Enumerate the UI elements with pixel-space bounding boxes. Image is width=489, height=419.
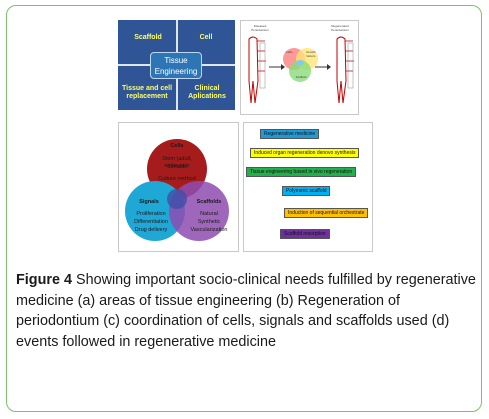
cells-item-somatic: Somatic — [167, 164, 187, 170]
scaffolds-item-vascularization: Vascularization — [190, 227, 228, 233]
diseased-tooth-icon — [248, 36, 266, 104]
signals-title: Signals — [139, 199, 159, 205]
scaffolds-item-synthetic: Synthetic — [197, 219, 221, 225]
signals-item-differentiation: Differentiation — [134, 219, 168, 225]
event-box: Induction of sequential orchestrate — [284, 208, 369, 218]
caption-text: Showing important socio-clinical needs f… — [16, 272, 476, 350]
arrow-icon — [269, 64, 331, 70]
quadrant-clinical-applications: Clinical Aplications — [188, 85, 226, 100]
label-regenerated: Regenerated Periodontium — [331, 24, 349, 32]
event-box: Regenerative medicine — [260, 129, 320, 139]
event-box: Induced organ regeneration denovo synthe… — [250, 148, 360, 158]
venn-center — [167, 189, 187, 209]
venn-factors-label: Growth factors — [306, 50, 316, 58]
event-box: Tissue engineering based in vivo regener… — [246, 167, 357, 177]
quadrant-tissue-replacement: Tissue and cell replacement — [121, 85, 173, 100]
scaffolds-item-natural: Natural — [200, 211, 218, 217]
signals-item-drug-delivery: Drug delivery — [134, 227, 168, 233]
cells-title: Cells — [170, 143, 184, 149]
regeneration-venn — [283, 48, 318, 82]
quadrant-cell: Cell — [199, 34, 213, 41]
panel-c-triad-venn: Cells Stem (adult, embryonic Somatic Cul… — [118, 122, 239, 252]
label-diseased: Diseased Periodontium — [251, 24, 269, 32]
center-tissue-engineering: Tissue Engineering — [150, 52, 202, 79]
triad-venn-diagram — [125, 139, 229, 241]
quadrant-scaffold: Scaffold — [134, 34, 162, 41]
scaffolds-title: Scaffolds — [196, 199, 222, 205]
venn-scaffold-label: Scaffold — [295, 75, 307, 79]
panel-b-periodontium: Diseased Periodontium Regenerated Period… — [240, 20, 359, 115]
event-box: Polymeric scaffold — [282, 186, 331, 196]
signals-item-proliferation: Proliferation — [136, 211, 166, 217]
cells-item-stem: Stem (adult, embryonic — [162, 156, 192, 169]
cells-item-culture: Culture method — [158, 176, 196, 182]
panel-a-tissue-engineering: Scaffold Cell Tissue Engineering Tissue … — [118, 20, 235, 110]
event-box: Scaffold resorption — [280, 229, 330, 239]
venn-cells-label: Cells — [285, 50, 293, 54]
regenerated-tooth-icon — [336, 36, 354, 104]
panel-d-events: Regenerative medicine Induced organ rege… — [243, 122, 373, 252]
figure-caption: Figure 4 Showing important socio-clinica… — [16, 270, 476, 352]
figure-label: Figure 4 — [16, 272, 72, 288]
periodontium-illustration — [248, 36, 354, 104]
